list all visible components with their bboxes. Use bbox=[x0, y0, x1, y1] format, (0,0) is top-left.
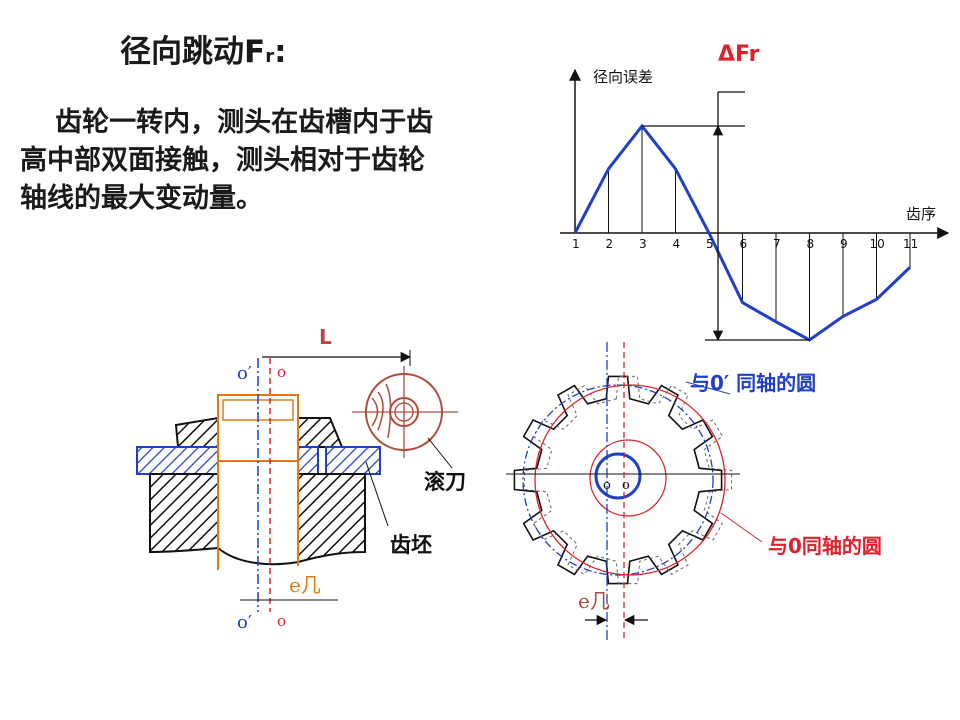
hob-teeth bbox=[371, 383, 392, 439]
label-coaxial-o-prime: 与0′ 同轴的圆 bbox=[690, 371, 816, 395]
tick-label-6: 6 bbox=[740, 237, 748, 251]
o-label-top: o bbox=[277, 363, 286, 381]
title-main: 径向跳动F bbox=[120, 34, 266, 70]
gear-teeth-outline bbox=[513, 375, 723, 585]
x-axis-label: 齿序 bbox=[906, 205, 936, 223]
tick-label-1: 1 bbox=[572, 237, 580, 251]
title-suffix: : bbox=[274, 34, 287, 70]
gear-o-mark: o bbox=[622, 478, 630, 493]
tick-label-2: 2 bbox=[606, 237, 614, 251]
blank-leader bbox=[365, 461, 389, 527]
lower-body-right bbox=[297, 473, 366, 564]
tick-label-8: 8 bbox=[807, 237, 815, 251]
eccentricity-label-left: e几 bbox=[289, 573, 321, 597]
tick-label-10: 10 bbox=[870, 237, 885, 251]
gear-face-view: o o e几 与0′ 同轴的圆 与0同轴的圆 bbox=[506, 342, 882, 640]
tick-label-4: 4 bbox=[673, 237, 681, 251]
eccentricity-label-right: e几 bbox=[578, 589, 610, 613]
bore-circle bbox=[594, 452, 642, 500]
circle-coaxial-o bbox=[534, 384, 726, 576]
tick-label-3: 3 bbox=[639, 237, 647, 251]
gear-blank-section: L o′ o o′ o e几 bbox=[136, 325, 466, 633]
gear-blank-mid bbox=[297, 446, 319, 475]
tick-label-9: 9 bbox=[840, 237, 848, 251]
label-coaxial-o: 与0同轴的圆 bbox=[768, 534, 882, 558]
tick-label-11: 11 bbox=[903, 237, 918, 251]
hob bbox=[352, 366, 458, 458]
blank-label: 齿坯 bbox=[390, 533, 432, 557]
o-label-bottom: o bbox=[277, 612, 286, 630]
hob-leader bbox=[427, 437, 453, 469]
gear-o-prime-mark: o bbox=[603, 478, 611, 493]
runout-series-line bbox=[573, 123, 912, 342]
title-subscript: r bbox=[265, 46, 275, 67]
gear-blank-right bbox=[325, 446, 381, 475]
y-axis-label: 径向误差 bbox=[593, 68, 653, 86]
lower-body-left bbox=[149, 473, 219, 554]
leader-o-circle bbox=[720, 512, 763, 543]
hub-circle bbox=[589, 439, 667, 517]
chart-title-delta-fr: ΔFr bbox=[718, 42, 760, 67]
o-prime-label-bottom: o′ bbox=[237, 612, 252, 633]
definition-text: 齿轮一转内，测头在齿槽内于齿高中部双面接触，测头相对于齿轮轴线的最大变动量。 bbox=[20, 107, 434, 214]
o-prime-label-top: o′ bbox=[237, 363, 252, 384]
tick-label-7: 7 bbox=[773, 237, 781, 251]
upper-body-right bbox=[297, 417, 344, 448]
tick-label-5: 5 bbox=[706, 237, 714, 251]
gear-blank-left bbox=[136, 446, 219, 475]
circle-coaxial-o-prime bbox=[522, 384, 714, 576]
gear-teeth-ghost bbox=[523, 375, 733, 585]
dimension-l-label: L bbox=[319, 325, 332, 349]
leader-o-prime-circle bbox=[685, 381, 731, 395]
runout-chart: 径向误差 齿序 ΔFr 1 2 3 4 5 6 7 8 9 10 11 bbox=[560, 42, 950, 342]
hob-label: 滚刀 bbox=[424, 470, 466, 494]
chart-marks: 1 2 3 4 5 6 7 8 9 10 11 bbox=[572, 91, 918, 342]
page-title: 径向跳动Fr: bbox=[120, 26, 286, 71]
upper-body-left bbox=[174, 416, 219, 448]
